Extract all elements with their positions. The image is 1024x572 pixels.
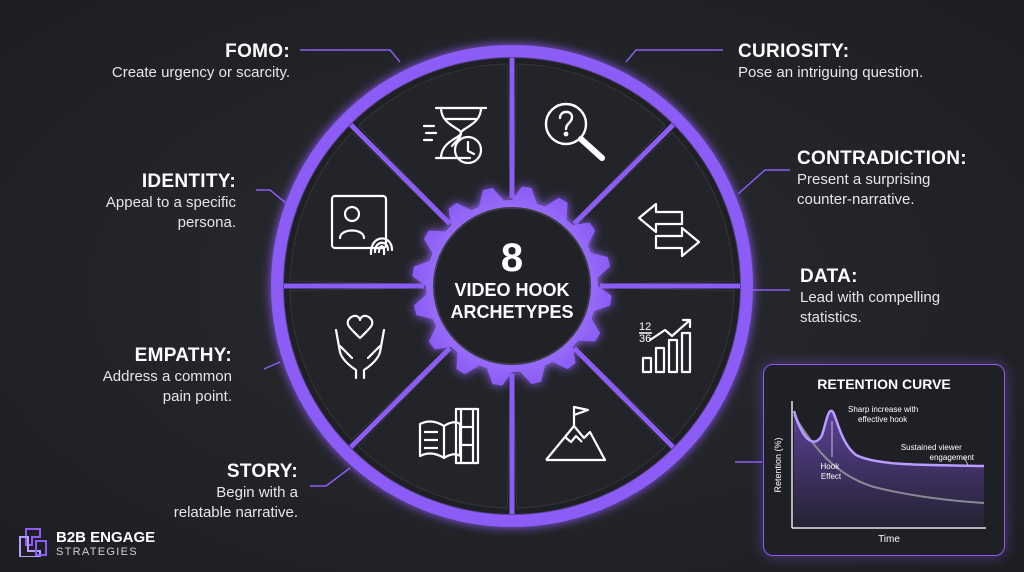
svg-text:36: 36 [639, 333, 651, 345]
segment-group [289, 63, 735, 509]
label-desc: pain point. [162, 388, 232, 405]
label-data: DATA: Lead with compelling statistics. [800, 265, 1024, 328]
label-desc: statistics. [800, 309, 862, 326]
annotation-line: Sharp increase with [848, 405, 918, 414]
annotation-line: Sustained viewer [901, 443, 962, 452]
center-title-line2: ARCHETYPES [450, 302, 573, 322]
annotation-sharp-increase: Sharp increase with effective hook [848, 405, 921, 424]
label-connectors [256, 49, 790, 487]
label-story: STORY: Begin with a relatable narrative. [0, 460, 298, 523]
hourglass-clock-icon [422, 106, 488, 165]
label-curiosity: CURIOSITY: Pose an intriguing question. [738, 40, 1024, 83]
book-film-icon [418, 407, 480, 465]
bar-chart-growth-icon: 12 36 [639, 318, 692, 374]
label-desc: Begin with a [216, 484, 298, 501]
logo-mark-icon [19, 528, 47, 558]
annotation-hook-effect: Hook Effect [821, 462, 842, 481]
brand-logo: B2B ENGAGE STRATEGIES [18, 527, 155, 562]
connector-empathy [263, 361, 281, 370]
label-title: FOMO: [225, 41, 290, 62]
label-desc: Create urgency or scarcity. [111, 64, 290, 81]
annotation-sustained: Sustained viewer engagement [901, 443, 975, 462]
label-desc: Present a surprising [797, 171, 931, 188]
label-empathy: EMPATHY: Address a common pain point. [0, 344, 232, 407]
x-axis-label: Time [878, 534, 900, 545]
segment-dividers [284, 58, 740, 514]
y-axis-label: Retention (%) [773, 437, 783, 492]
segment-divider [572, 123, 675, 226]
label-title: STORY: [226, 461, 298, 482]
connector-story [310, 467, 351, 487]
label-desc: Pose an intriguing question. [738, 64, 924, 81]
mountain-flag-icon [545, 405, 607, 462]
annotation-line: engagement [930, 453, 975, 462]
label-identity: IDENTITY: Appeal to a specific persona. [0, 170, 236, 233]
center-disc [433, 207, 591, 365]
label-title: IDENTITY: [141, 171, 236, 192]
retention-curve-chart: RETENTION CURVE Sharp increase with effe… [773, 376, 986, 545]
label-title: EMPATHY: [134, 345, 232, 366]
connector-curiosity [625, 49, 723, 63]
segment-divider [349, 346, 452, 449]
annotation-line: effective hook [858, 415, 908, 424]
outer-ring [271, 45, 753, 527]
label-desc: persona. [177, 214, 236, 231]
logo-name: B2B ENGAGE [56, 529, 156, 546]
connector-identity [256, 189, 293, 209]
retention-curve-panel: RETENTION CURVE Sharp increase with effe… [763, 364, 1005, 556]
magnifier-question-icon [544, 102, 605, 161]
label-desc: Address a common [102, 368, 232, 385]
label-fomo: FOMO: Create urgency or scarcity. [0, 40, 290, 83]
label-title: CONTRADICTION: [797, 148, 967, 169]
label-title: CURIOSITY: [738, 41, 850, 62]
annotation-line: Hook [821, 462, 841, 471]
center-title-line1: VIDEO HOOK [454, 280, 569, 300]
label-desc: Appeal to a specific [105, 194, 236, 211]
label-title: DATA: [800, 266, 858, 287]
logo-subtitle: STRATEGIES [56, 546, 138, 558]
svg-text:12: 12 [639, 321, 651, 333]
chart-title: RETENTION CURVE [817, 376, 951, 392]
label-contradiction: CONTRADICTION: Present a surprising coun… [797, 147, 1024, 210]
series-with-hook [792, 409, 985, 468]
label-desc: relatable narrative. [173, 504, 298, 521]
label-desc: Lead with compelling [800, 289, 941, 306]
segment-divider [572, 346, 675, 449]
opposite-arrows-icon [637, 202, 701, 258]
hands-heart-icon [334, 314, 386, 380]
center-number: 8 [501, 236, 523, 280]
connector-fomo [300, 49, 401, 63]
label-desc: counter-narrative. [797, 191, 915, 208]
connector-contradiction [737, 169, 790, 195]
annotation-line: Effect [821, 472, 842, 481]
segment-divider [349, 123, 452, 226]
id-card-fingerprint-icon [330, 194, 394, 256]
